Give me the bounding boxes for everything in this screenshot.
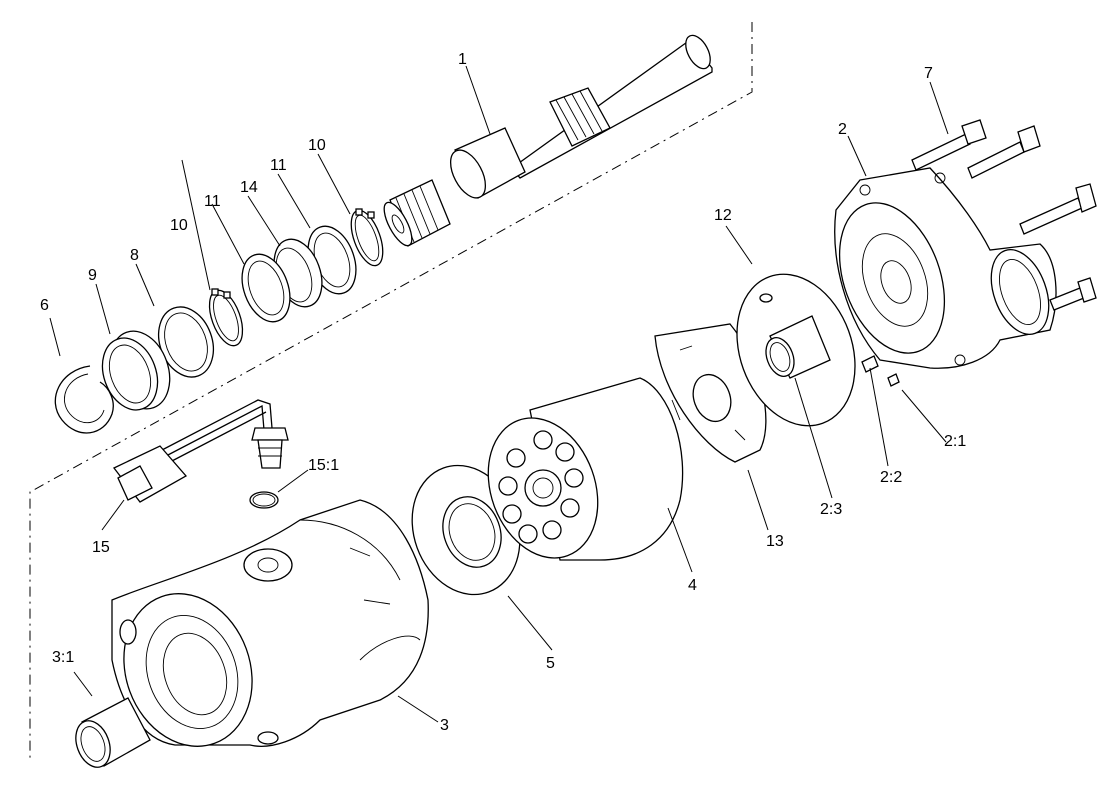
callout-11-lower: 11 [204,193,221,210]
callout-2-2: 2:2 [880,469,902,486]
callout-6: 6 [40,297,49,314]
callout-4: 4 [688,577,697,594]
callout-15-1: 15:1 [308,457,339,474]
part-rotating-group [487,377,684,561]
part-snap-ring [54,365,114,434]
part-housing [111,499,429,747]
callout-2: 2 [838,121,847,138]
callout-14: 14 [240,179,258,196]
callout-leaders [49,65,949,723]
callout-10-upper: 10 [308,137,326,154]
callout-9: 9 [88,267,97,284]
callout-13: 13 [766,533,784,550]
part-dowel-pin [861,355,879,373]
part-end-cover [834,167,1057,369]
part-seal [101,330,171,411]
callout-3-1: 3:1 [52,649,74,666]
part-small-pin [887,373,900,387]
part-bolts [911,119,1097,311]
part-retaining-ring-upper [350,208,384,267]
callout-2-3: 2:3 [820,501,842,518]
callout-7: 7 [924,65,933,82]
callout-labels: 1 2 2:1 2:2 2:3 3 3:1 4 5 6 7 8 9 10 10 … [40,51,966,734]
part-valve-plate [654,323,767,463]
callout-11-upper: 11 [270,157,287,174]
callout-10-lower: 10 [170,217,188,234]
part-sensor-o-ring [249,491,279,509]
callout-3: 3 [440,717,449,734]
part-housing-bearing [75,697,151,768]
part-end-cover-bearing [765,315,831,379]
callout-12: 12 [714,207,732,224]
callout-1: 1 [458,51,467,68]
callout-15: 15 [92,539,110,556]
callout-5: 5 [546,655,555,672]
callout-2-1: 2:1 [944,433,966,450]
part-retaining-ring-lower [208,288,244,347]
part-speed-sensor-harness [112,399,289,503]
part-shaft [383,34,713,247]
part-washer-lower [241,253,291,323]
callout-8: 8 [130,247,139,264]
